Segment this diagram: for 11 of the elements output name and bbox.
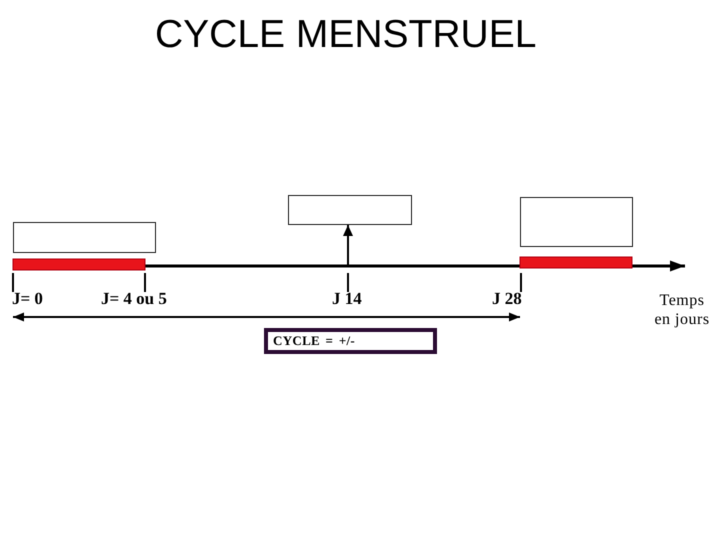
axis-label: Temps en jours <box>653 291 711 329</box>
framed-note: CYCLE = +/- <box>264 328 437 354</box>
title: CYCLE MENSTRUEL <box>155 12 536 57</box>
arrow <box>343 225 353 266</box>
day-label: J 28 <box>492 289 522 309</box>
day-label: J= 4 ou 5 <box>101 289 167 309</box>
answer-box <box>13 222 156 253</box>
answer-box <box>520 197 633 247</box>
day-label: J= 0 <box>12 289 43 309</box>
day-label: J 14 <box>332 289 362 309</box>
answer-box <box>288 195 412 225</box>
